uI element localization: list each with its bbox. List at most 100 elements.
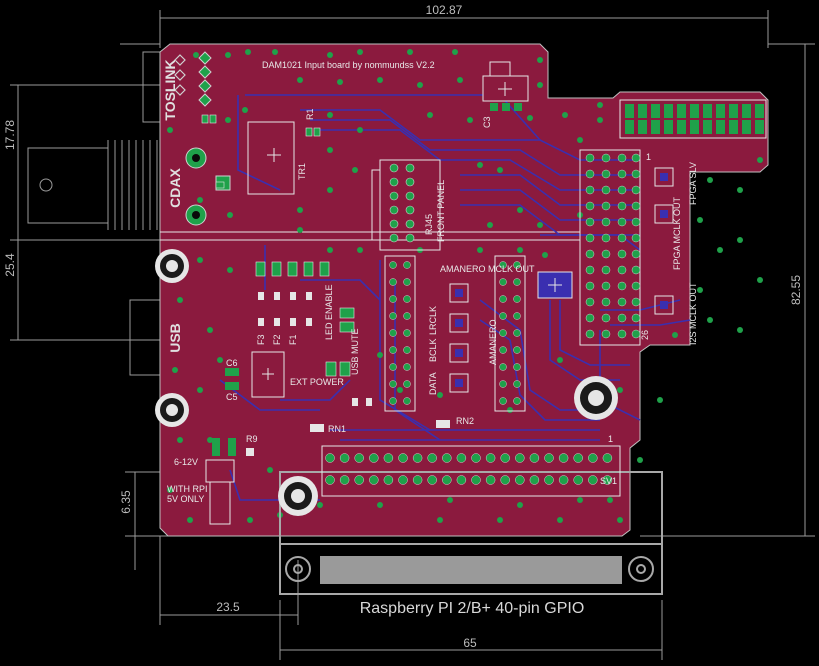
gpio-pin: [573, 453, 583, 463]
gpio-pin: [544, 475, 554, 485]
right-top-header: [619, 99, 767, 139]
gpio-pin: [544, 453, 554, 463]
r1-label: R1: [305, 108, 315, 120]
amanero-mclk-label: AMANERO MCLK OUT: [440, 264, 535, 274]
gpio-pin: [456, 475, 467, 485]
gpio-pin: [588, 475, 598, 485]
cdax-jack: [185, 147, 231, 226]
dim-bottom-offset: 23.5: [216, 600, 240, 614]
c3-label: C3: [482, 116, 492, 128]
c6-label: C6: [226, 358, 238, 368]
rn1-label: RN1: [328, 424, 346, 434]
r9-label: R9: [246, 434, 258, 444]
board-title: DAM1021 Input board by nommundss V2.2: [262, 60, 435, 70]
usb-housing: [129, 299, 163, 376]
usb-mute-label: USB MUTE: [350, 328, 360, 375]
gpio-pin: [442, 453, 452, 463]
gpio-pin: [485, 475, 496, 485]
dim-bottom-width: 65: [463, 636, 477, 650]
gpio-pin: [529, 475, 540, 485]
gpio-pin: [602, 475, 613, 485]
gpio-pin: [471, 453, 481, 463]
smd-parts-top: [201, 114, 321, 189]
gpio-pin: [573, 475, 583, 485]
f1-label: F1: [288, 334, 298, 345]
gpio-pin: [369, 453, 379, 463]
gpio-pin: [427, 453, 437, 463]
toslink-label: TOSLINK: [162, 59, 178, 120]
front-panel-label: FRONT PANEL: [436, 180, 446, 242]
voltage-label: 6-12V: [174, 457, 198, 467]
gpio-pin: [339, 475, 350, 485]
led-enable-label: LED ENABLE: [324, 284, 334, 340]
qfn-chip: [537, 271, 573, 299]
power-input: [205, 438, 254, 525]
dim-left-mid: 25.4: [3, 253, 17, 277]
gpio-pin: [515, 475, 525, 485]
vias: [167, 49, 763, 523]
gpio-pin: [412, 453, 423, 463]
gpio-pin: [427, 475, 437, 485]
board-divider-lines: [160, 231, 580, 241]
mounting-hole-right: [574, 376, 618, 420]
gpio-pin: [398, 453, 408, 463]
gpio-header: [321, 445, 621, 497]
bnc-connector: [27, 140, 158, 230]
rn2-label: RN2: [456, 416, 474, 426]
gpio-pin: [412, 475, 423, 485]
gpio-pin: [383, 453, 394, 463]
mounting-hole-rpi-left: [278, 476, 318, 516]
gpio-pin: [442, 475, 452, 485]
clock-buffers-right: [654, 167, 674, 315]
led-row: [255, 261, 330, 326]
rj45-connector: [371, 159, 441, 251]
ext-power-label: EXT POWER: [290, 377, 344, 387]
gpio-pin: [369, 475, 379, 485]
gpio-pin: [588, 453, 598, 463]
cdax-label: CDAX: [167, 168, 183, 208]
dim-top-width: 102.87: [426, 3, 463, 17]
i2s-mclk-label: I2S MCLK OUT: [688, 282, 698, 345]
gpio-pin: [515, 453, 525, 463]
mounting-hole-left-top: [155, 249, 189, 283]
pin1-label: 1: [646, 152, 651, 162]
rpi-header-outline: [279, 543, 663, 595]
gpio-pin: [325, 453, 335, 463]
gpio-pin: [558, 453, 569, 463]
pin26-label: 26: [640, 330, 650, 340]
gpio-pin: [339, 453, 350, 463]
fpga-slv-label: FPGA SLV: [688, 162, 698, 205]
amanero-header: [384, 255, 526, 412]
only-5v-label: 5V ONLY: [167, 494, 204, 504]
pcb-board: [159, 43, 769, 537]
gpio-pin: [383, 475, 394, 485]
with-rpi-label: WITH RPI: [167, 484, 208, 494]
rpi-footprint-label: Raspberry PI 2/B+ 40-pin GPIO: [360, 600, 585, 617]
regulator-ext: [225, 351, 285, 398]
mounting-hole-left-bottom: [155, 393, 189, 427]
usb-label: USB: [167, 323, 183, 353]
gpio-pin: [500, 475, 510, 485]
data-label: DATA: [428, 372, 438, 395]
bclk-label: BCLK: [428, 338, 438, 362]
jumpers: [325, 307, 355, 377]
fpga-mclk-label: FPGA MCLK OUT: [672, 196, 682, 270]
f3-label: F3: [256, 334, 266, 345]
gpio-pin1-label: 1: [608, 434, 613, 444]
gpio-pin: [398, 475, 408, 485]
sv1-label: SV1: [600, 476, 617, 486]
gpio-pin: [485, 453, 496, 463]
mid-buffers: [449, 283, 469, 393]
amanero-label: AMANERO: [488, 319, 498, 365]
dim-right-height: 82.55: [789, 275, 803, 305]
lrclk-label: LRCLK: [428, 306, 438, 335]
gpio-pin: [529, 453, 540, 463]
gpio-pin: [471, 475, 481, 485]
gpio-pin: [558, 475, 569, 485]
right-pin-grid: [579, 149, 641, 346]
c5-label: C5: [226, 392, 238, 402]
gpio-pin: [325, 475, 335, 485]
toslink-pads: [174, 51, 212, 107]
regulator-top: [482, 61, 529, 111]
